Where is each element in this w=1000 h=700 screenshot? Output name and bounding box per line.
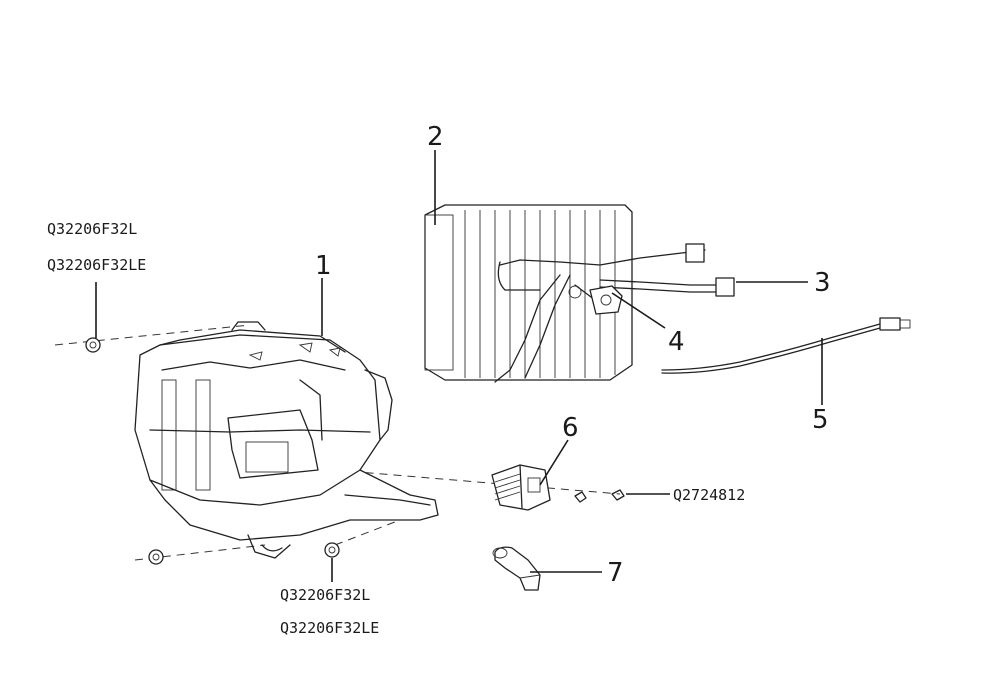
screw-q2724812 bbox=[611, 489, 625, 501]
part-6-resistor bbox=[491, 464, 551, 511]
part-3-pipe bbox=[599, 277, 735, 297]
part-number-top-left-2: Q32206F32LE bbox=[47, 256, 146, 274]
part-7-drain-hose bbox=[492, 546, 541, 591]
part-number-screw: Q2724812 bbox=[673, 486, 745, 504]
callout-7: 7 bbox=[607, 558, 624, 588]
part-number-bottom-2: Q32206F32LE bbox=[280, 619, 379, 637]
nut-top-left bbox=[85, 337, 101, 353]
part-number-top-left-1: Q32206F32L bbox=[47, 220, 137, 238]
leader-lines bbox=[95, 150, 823, 582]
part-1-housing bbox=[134, 321, 439, 559]
callout-1: 1 bbox=[315, 251, 332, 281]
part-4-valve bbox=[589, 285, 623, 315]
part-number-bottom-1: Q32206F32L bbox=[280, 586, 370, 604]
part-2-evaporator-core bbox=[424, 204, 706, 383]
nut-bottom-left bbox=[148, 549, 164, 565]
callout-3: 3 bbox=[814, 268, 831, 298]
callout-5: 5 bbox=[812, 405, 829, 435]
nut-bottom-middle bbox=[324, 542, 340, 558]
screw-small bbox=[574, 491, 587, 503]
callout-4: 4 bbox=[668, 327, 685, 357]
callout-6: 6 bbox=[562, 413, 579, 443]
part-5-sensor-wire bbox=[661, 317, 911, 374]
callout-2: 2 bbox=[427, 122, 444, 152]
